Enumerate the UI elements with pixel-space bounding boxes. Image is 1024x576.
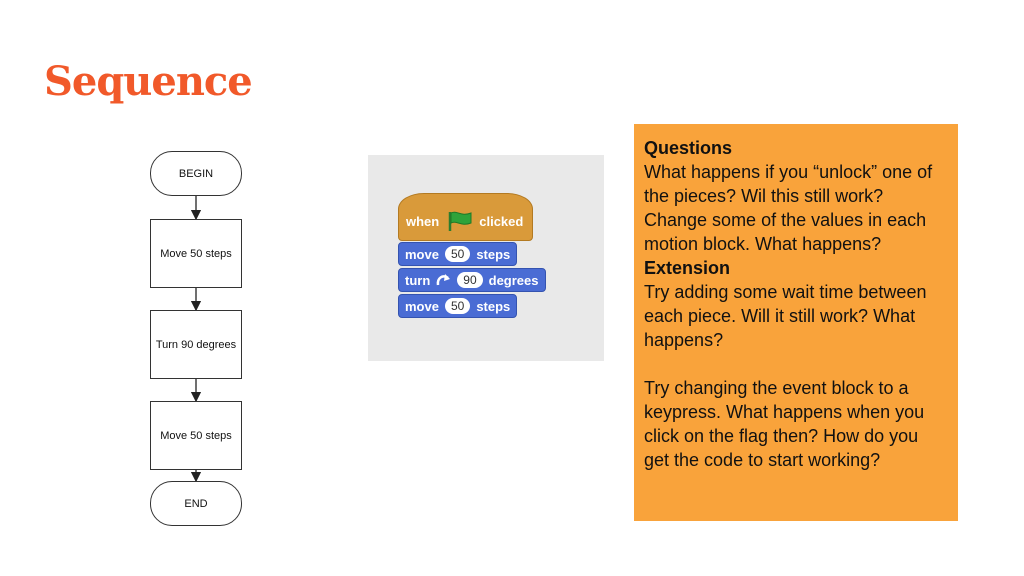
green-flag-icon — [447, 211, 473, 231]
flowchart: BEGIN Move 50 steps Turn 90 degrees Move… — [0, 0, 400, 576]
block-label: steps — [476, 298, 511, 314]
spacer — [644, 352, 948, 376]
extension-heading: Extension — [644, 258, 731, 278]
degrees-input[interactable]: 90 — [457, 272, 483, 288]
flow-step-3: Move 50 steps — [150, 401, 242, 470]
move-block-1[interactable]: move 50 steps — [398, 242, 518, 266]
turn-right-icon — [435, 273, 451, 287]
questions-text: What happens if you “unlock” one of the … — [644, 162, 933, 254]
move-block-2[interactable]: move 50 steps — [398, 294, 518, 318]
questions-box: Questions What happens if you “unlock” o… — [634, 124, 958, 521]
block-label: turn — [405, 272, 431, 288]
steps-input[interactable]: 50 — [444, 298, 471, 314]
flow-begin: BEGIN — [150, 151, 242, 196]
block-label: move — [405, 298, 439, 314]
scratch-script-panel: when clicked move 50 steps turn 90 degre… — [368, 155, 604, 361]
flow-step-2: Turn 90 degrees — [150, 310, 242, 379]
extension-text-2: Try changing the event block to a keypre… — [644, 378, 925, 470]
turn-block[interactable]: turn 90 degrees — [398, 268, 546, 292]
steps-input[interactable]: 50 — [444, 246, 471, 262]
block-label: move — [405, 246, 439, 262]
slide-title: Sequence — [44, 58, 253, 105]
flow-step-1: Move 50 steps — [150, 219, 242, 288]
block-label: degrees — [488, 272, 539, 288]
when-flag-clicked-block[interactable]: when clicked — [398, 193, 533, 241]
flowchart-arrows — [190, 196, 202, 483]
hat-clicked-label: clicked — [479, 214, 524, 229]
flow-end: END — [150, 481, 242, 526]
questions-heading: Questions — [644, 138, 733, 158]
hat-when-label: when — [406, 214, 440, 229]
block-label: steps — [476, 246, 511, 262]
extension-text: Try adding some wait time between each p… — [644, 282, 927, 350]
